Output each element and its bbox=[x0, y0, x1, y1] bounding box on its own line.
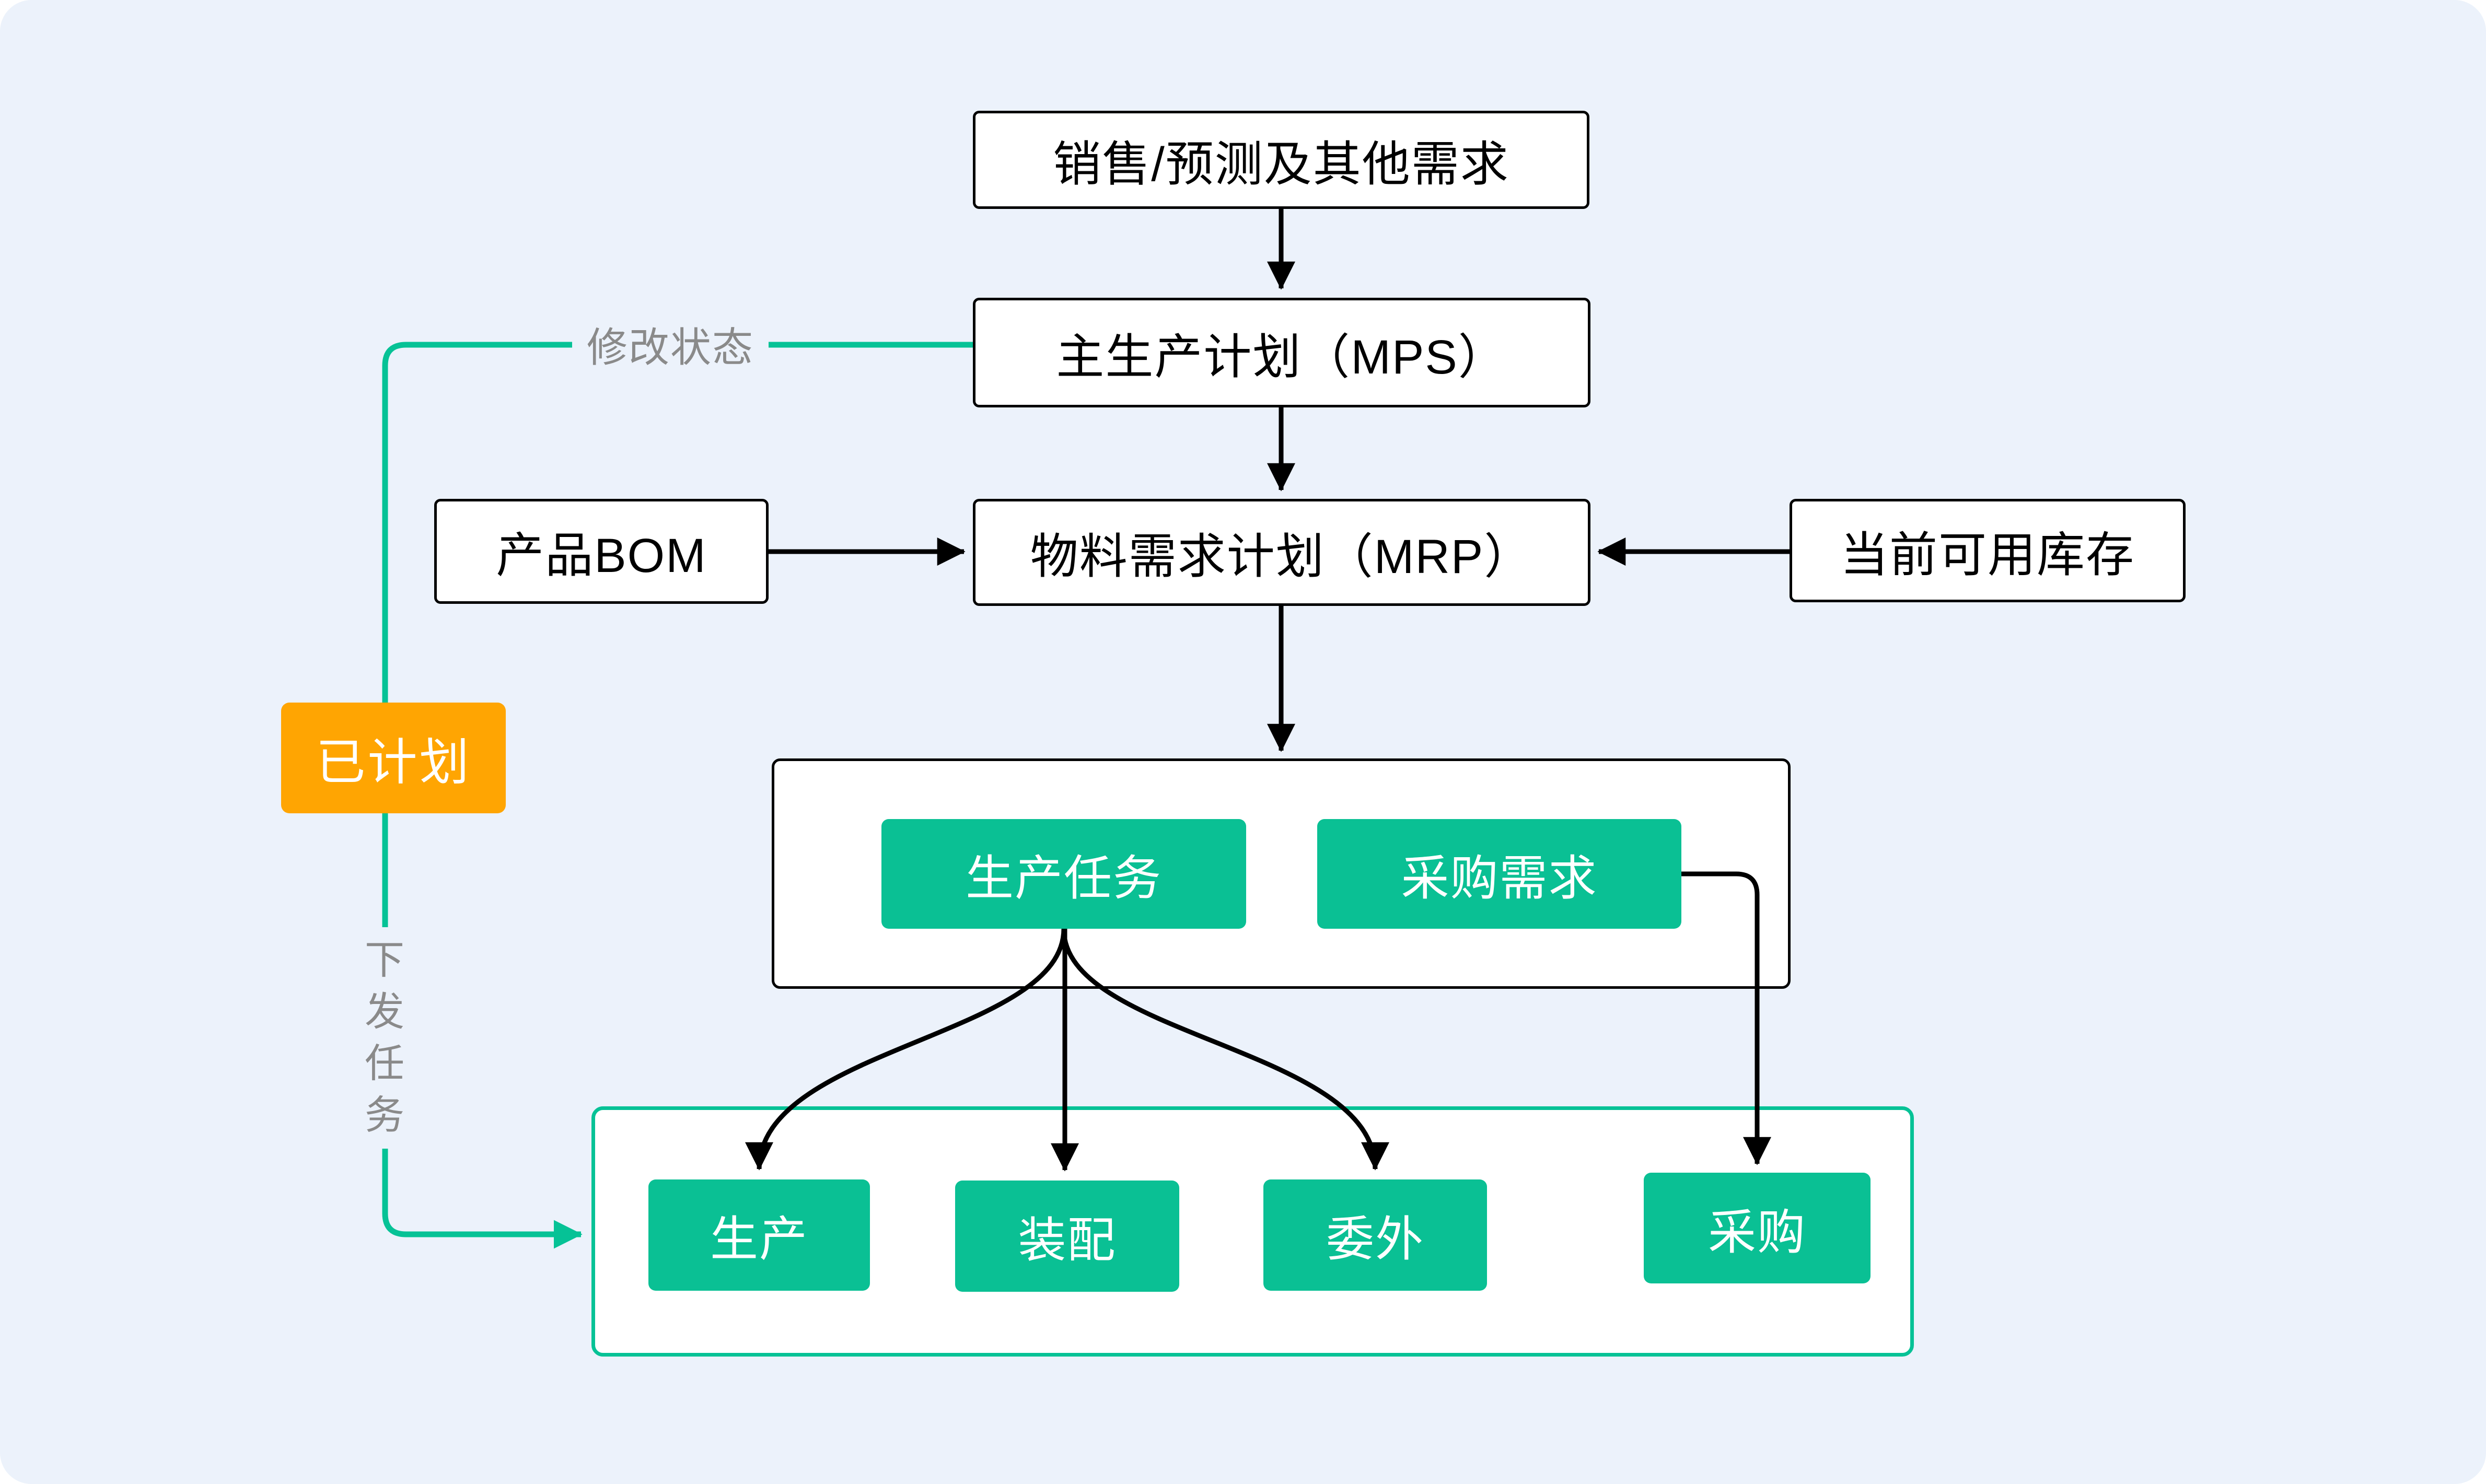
node-production-task: 生产任务 bbox=[881, 819, 1246, 929]
edge-label-modify-status: 修改状态 bbox=[572, 310, 769, 379]
node-available-inventory: 当前可用库存 bbox=[1790, 499, 2186, 602]
node-material-requirements-planning: 物料需求计划（MRP） bbox=[973, 499, 1590, 606]
node-sales-forecast-demand: 销售/预测及其他需求 bbox=[973, 111, 1589, 209]
node-purchasing: 采购 bbox=[1644, 1173, 1871, 1283]
node-master-production-schedule: 主生产计划（MPS） bbox=[973, 298, 1590, 407]
node-production: 生产 bbox=[648, 1179, 870, 1291]
node-assembly: 装配 bbox=[955, 1181, 1179, 1292]
node-purchase-request: 采购需求 bbox=[1317, 819, 1681, 929]
node-product-bom: 产品BOM bbox=[434, 499, 769, 604]
planned-status-badge: 已计划 bbox=[281, 703, 506, 813]
node-outsourcing: 委外 bbox=[1263, 1179, 1487, 1291]
edge-label-dispatch-tasks: 下发任务 bbox=[361, 927, 409, 1149]
